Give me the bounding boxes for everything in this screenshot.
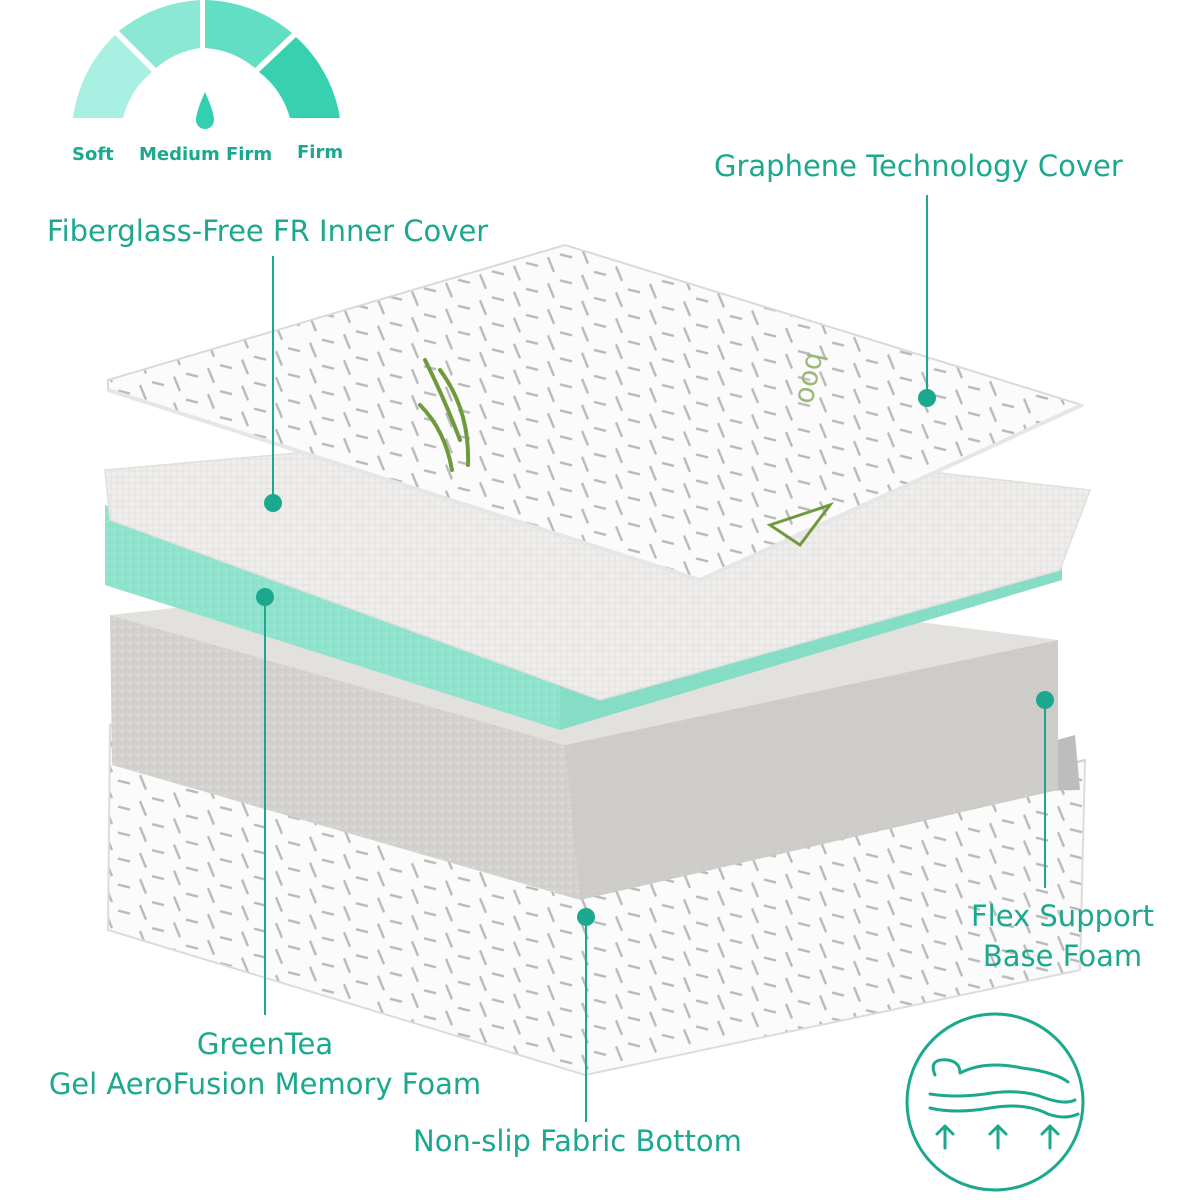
- firmness-label-firm: Firm: [297, 142, 344, 163]
- body-on-mattress-icon: [905, 1012, 1085, 1192]
- callout-greentea-foam: GreenTea Gel AeroFusion Memory Foam: [20, 1024, 510, 1104]
- firmness-gauge: [73, 0, 340, 129]
- callout-flex-support: Flex Support Base Foam: [940, 896, 1185, 976]
- callout-greentea-line1: GreenTea: [196, 1027, 334, 1061]
- callout-flex-support-line1: Flex Support: [970, 899, 1155, 933]
- callout-graphene-cover: Graphene Technology Cover: [714, 149, 1123, 183]
- firmness-label-medium-firm: Medium Firm: [139, 144, 273, 165]
- callout-non-slip-bottom: Non-slip Fabric Bottom: [413, 1124, 742, 1158]
- callout-leaders: [256, 195, 1054, 1122]
- droplet-icon: [196, 92, 214, 129]
- graphene-cover-layer: ooq: [107, 243, 1085, 583]
- callout-greentea-line2: Gel AeroFusion Memory Foam: [48, 1067, 482, 1101]
- callout-inner-cover: Fiberglass-Free FR Inner Cover: [47, 214, 489, 248]
- firmness-label-soft: Soft: [72, 144, 114, 165]
- callout-flex-support-line2: Base Foam: [982, 939, 1143, 973]
